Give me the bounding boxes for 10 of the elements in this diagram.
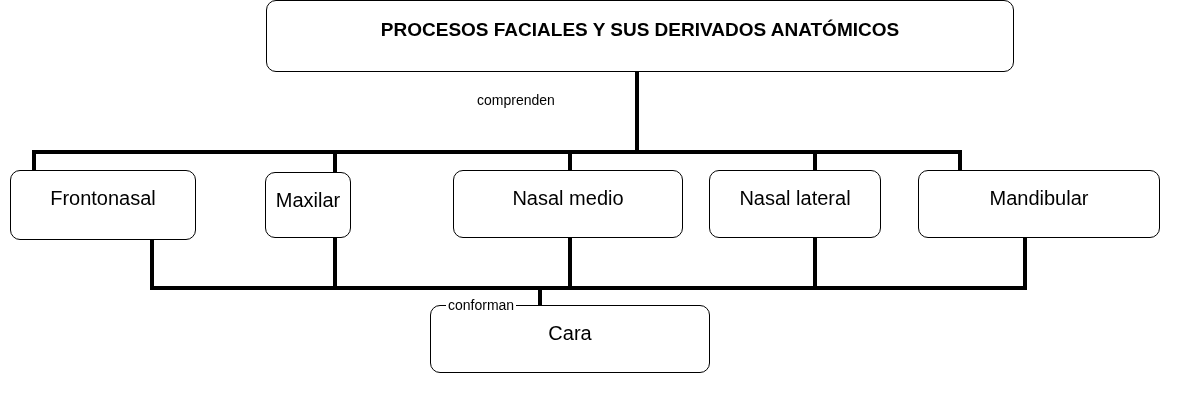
process-box: Nasal lateral (709, 170, 881, 238)
edge-label: comprenden (475, 92, 557, 108)
process-box: Maxilar (265, 172, 351, 238)
connector-line (538, 238, 1027, 305)
connector-line (635, 72, 962, 170)
process-box: Nasal medio (453, 170, 683, 238)
process-box: Mandibular (918, 170, 1160, 238)
process-box: Frontonasal (10, 170, 196, 240)
edge-label: conforman (446, 297, 517, 313)
title-box: PROCESOS FACIALES Y SUS DERIVADOS ANATÓMICOS (266, 0, 1014, 72)
